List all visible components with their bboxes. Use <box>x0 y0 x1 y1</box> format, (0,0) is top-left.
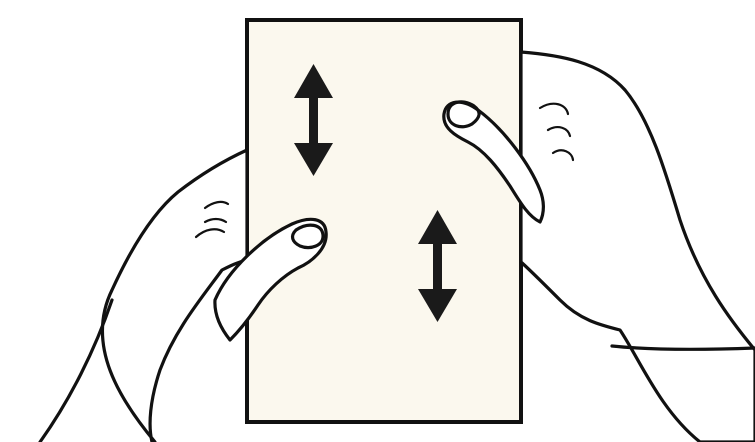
arrow-head-down-upper <box>294 143 333 176</box>
right-hand-palm <box>519 50 755 442</box>
left-hand-crease-3 <box>203 217 228 224</box>
right-hand-icon <box>442 50 755 442</box>
arrow-shaft-upper <box>309 92 318 150</box>
right-hand-crease-1 <box>538 102 570 116</box>
arrow-shaft-lower <box>433 238 442 296</box>
right-hand-crease-2 <box>546 126 572 138</box>
arrow-head-down-lower <box>418 289 457 322</box>
left-hand-crease-1 <box>203 200 230 210</box>
left-hand-wrist <box>38 298 114 442</box>
right-hand-crease-3 <box>551 149 575 162</box>
left-hand-icon <box>38 148 328 442</box>
paper-sheet <box>245 18 523 424</box>
double-arrow-icon <box>418 210 457 322</box>
right-hand-cuff <box>610 344 755 351</box>
right-hand-thumb <box>442 100 545 224</box>
left-hand-palm <box>100 148 249 442</box>
double-arrow-icon <box>294 64 333 176</box>
left-hand-thumbnail <box>290 223 325 250</box>
left-hand-crease-2 <box>194 228 226 239</box>
arrow-head-up-upper <box>294 64 333 98</box>
arrow-head-up-lower <box>418 210 457 244</box>
right-hand-thumbnail <box>446 100 481 129</box>
left-hand-thumb <box>213 217 328 342</box>
